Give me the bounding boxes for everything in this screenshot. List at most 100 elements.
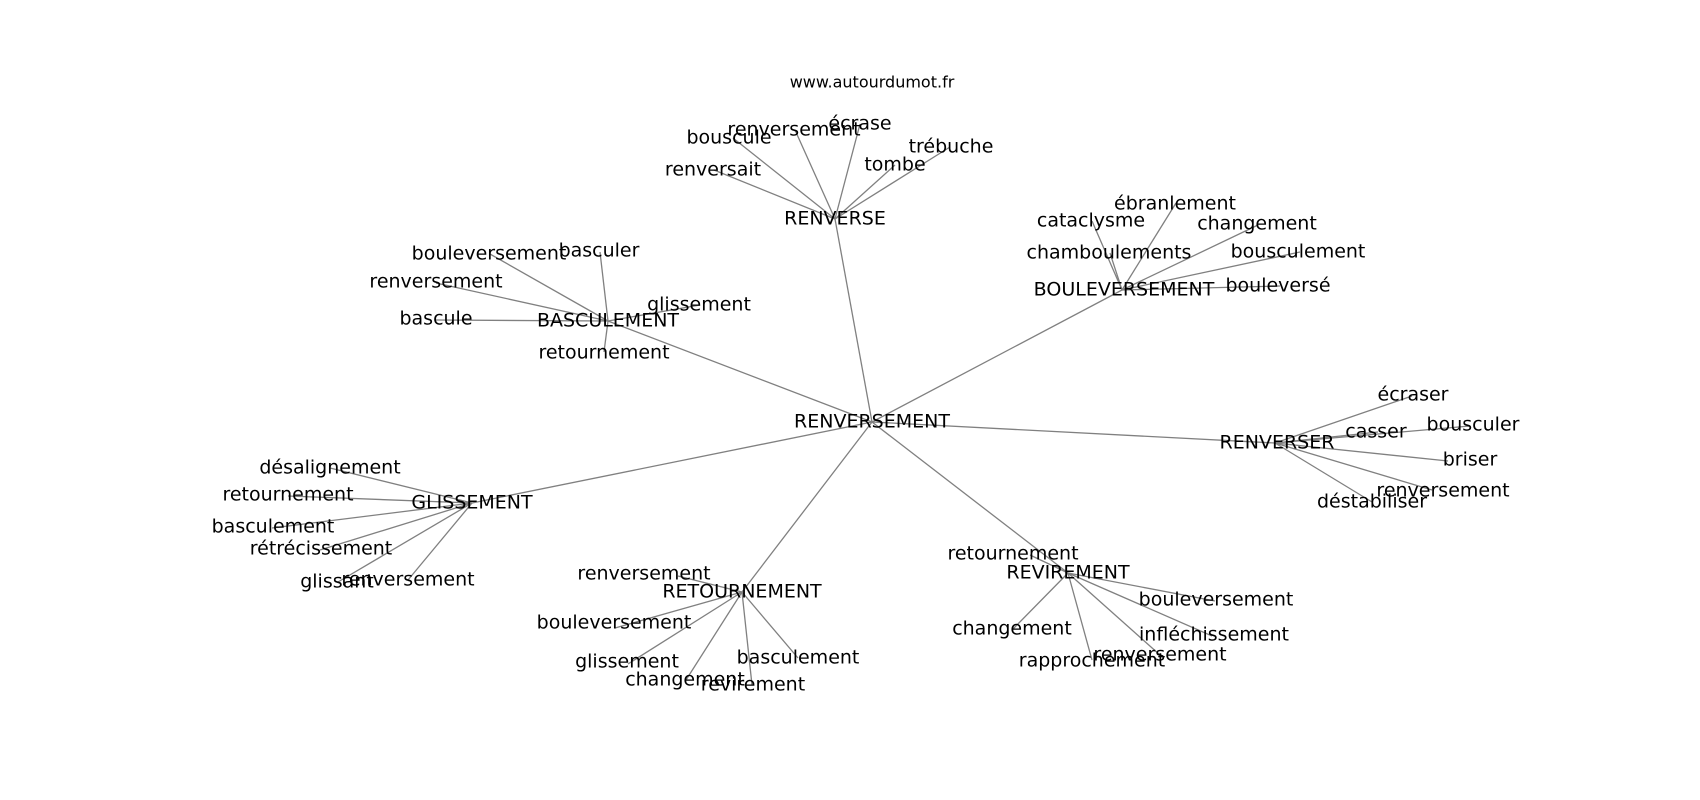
edge-renverse-trebuche [834, 146, 951, 220]
leaf-renverse-renversait[interactable]: renversait [665, 159, 761, 181]
retournement-edges [614, 575, 799, 686]
center-word[interactable]: RENVERSEMENT [794, 411, 950, 433]
edge-retournement-basculement [741, 591, 799, 659]
leaf-basculement-renversement[interactable]: renversement [369, 271, 502, 293]
leaf-renverse-trebuche[interactable]: trébuche [909, 136, 994, 158]
edge-glissement-renversement [407, 502, 473, 581]
edge-bouleversement-chamboulements [1109, 252, 1123, 291]
leaf-glissement-renversement[interactable]: renversement [341, 569, 474, 591]
leaf-renverser-renversement[interactable]: renversement [1376, 480, 1509, 502]
edge-renverse-renversait [713, 169, 836, 220]
hub-glissement[interactable]: GLISSEMENT [411, 492, 533, 514]
leaf-glissement-basculement[interactable]: basculement [212, 516, 335, 538]
edge-center-glissement [471, 421, 873, 504]
edge-center-bouleversement [871, 289, 1123, 423]
edge-renverse-bouscule [732, 137, 836, 220]
edge-renverser-casser [1274, 431, 1379, 444]
leaf-basculement-basculer[interactable]: basculer [559, 240, 640, 262]
hub-revirement[interactable]: REVIREMENT [1006, 562, 1130, 584]
leaf-revirement-retournement[interactable]: retournement [947, 543, 1078, 565]
edge-renverser-briser [1274, 442, 1449, 462]
leaf-renverser-destabiliser[interactable]: déstabiliser [1317, 491, 1427, 513]
leaf-glissement-retrecissement[interactable]: rétrécissement [250, 538, 393, 560]
leaf-revirement-rapprochement[interactable]: rapprochement [1019, 650, 1165, 672]
leaf-bouleversement-ebranlement[interactable]: ébranlement [1114, 193, 1236, 215]
leaf-bouleversement-bouleverse[interactable]: bouleversé [1225, 275, 1330, 297]
leaf-renverser-casser[interactable]: casser [1345, 421, 1407, 443]
edge-basculement-glissement [607, 304, 701, 322]
edge-basculement-retournement [603, 320, 609, 353]
leaf-renverser-bousculer[interactable]: bousculer [1427, 414, 1520, 436]
leaf-bouleversement-chamboulements[interactable]: chamboulements [1027, 242, 1192, 264]
leaf-glissement-desalignement[interactable]: désalignement [259, 457, 400, 479]
edge-revirement-inflechissement [1067, 572, 1213, 637]
renverse-edges [713, 123, 951, 220]
leaf-revirement-inflechissement[interactable]: infléchissement [1139, 624, 1289, 646]
leaf-basculement-glissement[interactable]: glissement [647, 294, 751, 316]
glissement-edges [271, 467, 473, 583]
leaf-renverse-tombe[interactable]: tombe [864, 154, 925, 176]
edge-retournement-glissement [627, 591, 743, 665]
edge-bouleversement-bousculement [1121, 251, 1301, 291]
leaf-renverse-bouscule[interactable]: bouscule [686, 127, 771, 149]
hub-basculement[interactable]: BASCULEMENT [537, 310, 679, 332]
edge-retournement-changement [685, 591, 743, 681]
edge-center-basculement [607, 320, 873, 423]
edge-revirement-retournement [1029, 554, 1069, 574]
leaf-revirement-changement[interactable]: changement [952, 618, 1072, 640]
edge-retournement-bouleversement [614, 591, 743, 629]
edge-center-renverse [834, 218, 873, 423]
leaf-bouleversement-bousculement[interactable]: bousculement [1231, 241, 1366, 263]
edge-revirement-bouleversement [1067, 572, 1216, 602]
leaf-retournement-glissement[interactable]: glissement [575, 651, 679, 673]
hub-renverse[interactable]: RENVERSE [784, 208, 886, 230]
leaf-retournement-renversement[interactable]: renversement [577, 563, 710, 585]
edge-basculement-basculer [599, 251, 609, 322]
leaf-basculement-bascule[interactable]: bascule [399, 308, 472, 330]
hub-renverser[interactable]: RENVERSER [1220, 432, 1335, 454]
leaf-glissement-retournement[interactable]: retournement [222, 484, 353, 506]
leaf-retournement-basculement[interactable]: basculement [737, 647, 860, 669]
leaf-renverse-ecrase[interactable]: écrase [828, 113, 891, 135]
leaf-bouleversement-changement[interactable]: changement [1197, 213, 1317, 235]
edge-basculement-renversement [435, 282, 609, 322]
edge-revirement-rapprochement [1067, 572, 1093, 661]
edge-glissement-retournement [287, 495, 473, 504]
hub-bouleversement[interactable]: BOULEVERSEMENT [1034, 279, 1215, 301]
leaf-renverse-renversement[interactable]: renversement [727, 119, 860, 141]
edge-retournement-revirement [741, 591, 753, 686]
edge-retournement-renversement [677, 575, 743, 593]
leaf-revirement-renversement[interactable]: renversement [1093, 644, 1226, 666]
edge-center-revirement [871, 421, 1069, 574]
edge-center-retournement [741, 421, 873, 593]
site-credit: www.autourdumot.fr [790, 73, 955, 92]
edge-revirement-changement [1011, 572, 1069, 631]
leaf-renverser-briser[interactable]: briser [1443, 449, 1498, 471]
edge-bouleversement-ebranlement [1121, 202, 1177, 291]
edge-glissement-retrecissement [319, 502, 473, 551]
edge-glissement-desalignement [329, 467, 473, 504]
edge-renverser-ecraser [1274, 395, 1413, 444]
renverser-edges [1274, 395, 1471, 503]
edge-center-renverser [871, 421, 1276, 444]
leaf-basculement-bouleversement[interactable]: bouleversement [412, 243, 567, 265]
hub-retournement[interactable]: RETOURNEMENT [662, 581, 822, 603]
leaf-retournement-changement[interactable]: changement [625, 669, 745, 691]
leaf-revirement-bouleversement[interactable]: bouleversement [1139, 589, 1294, 611]
leaf-retournement-bouleversement[interactable]: bouleversement [537, 612, 692, 634]
edge-renverse-renversement [794, 129, 836, 220]
edge-basculement-bascule [435, 319, 609, 322]
leaf-glissement-glissant[interactable]: glissant [300, 571, 374, 593]
edge-glissement-glissant [337, 502, 473, 583]
center-edges [471, 218, 1276, 593]
leaf-bouleversement-cataclysme[interactable]: cataclysme [1037, 210, 1145, 232]
leaf-renverser-ecraser[interactable]: écraser [1378, 384, 1449, 406]
edge-renverser-destabiliser [1274, 442, 1373, 503]
leaf-basculement-retournement[interactable]: retournement [538, 342, 669, 364]
edge-glissement-basculement [271, 502, 473, 529]
edge-revirement-renversement [1067, 572, 1161, 656]
edge-bouleversement-bouleverse [1121, 285, 1281, 291]
edge-basculement-bouleversement [489, 253, 609, 322]
leaf-retournement-revirement[interactable]: revirement [701, 674, 805, 696]
